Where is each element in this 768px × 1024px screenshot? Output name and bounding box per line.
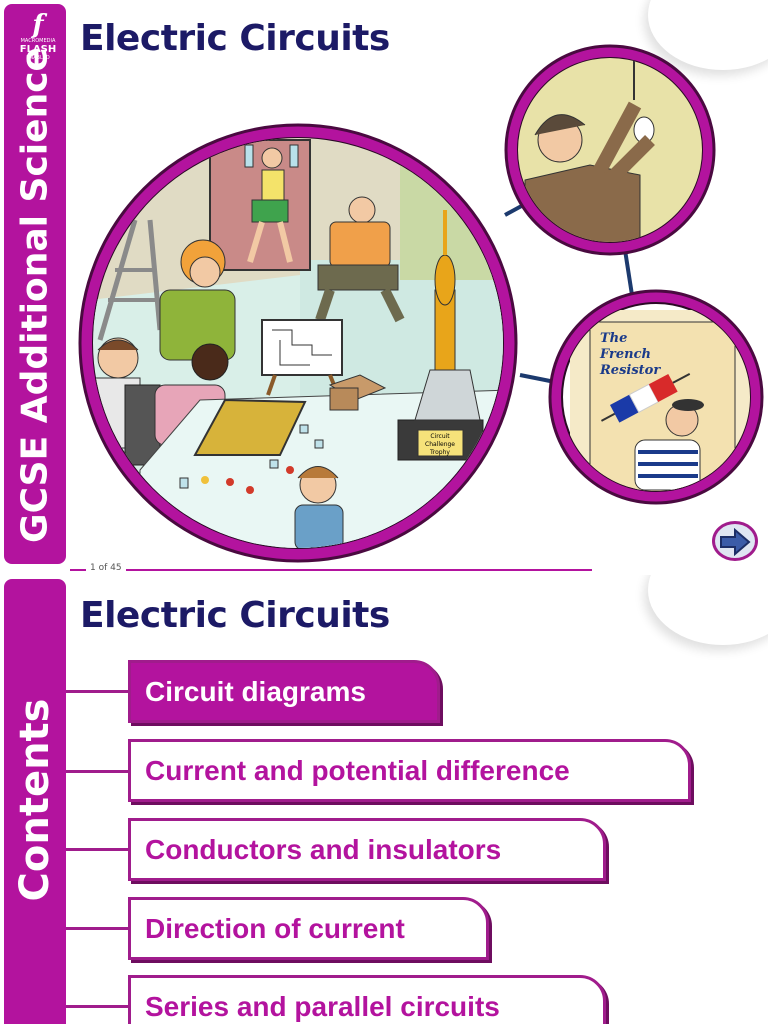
side-bar: f MACROMEDIA FLASH ENABLED GCSE Addition… xyxy=(4,4,66,564)
slide-title: Electric Circuits xyxy=(80,18,390,59)
light-bulb-scene xyxy=(518,58,702,242)
menu-item-circuit-diagrams[interactable]: Circuit diagrams xyxy=(128,660,440,723)
page-number: 1 of 45 xyxy=(86,563,126,573)
menu-connector xyxy=(66,848,130,851)
menu-connector xyxy=(66,1005,130,1008)
menu-item-series-and-parallel-circuits[interactable]: Series and parallel circuits xyxy=(128,975,606,1024)
page-curl xyxy=(648,575,768,645)
svg-text:Resistor: Resistor xyxy=(599,363,661,378)
menu-item-current-and-potential-difference[interactable]: Current and potential difference xyxy=(128,739,691,802)
connector-line xyxy=(519,373,556,384)
side-bar: Contents xyxy=(4,579,66,1024)
svg-text:Challenge: Challenge xyxy=(425,441,455,448)
menu-connector xyxy=(66,690,130,693)
next-slide-button[interactable] xyxy=(712,521,758,561)
menu-item-conductors-and-insulators[interactable]: Conductors and insulators xyxy=(128,818,606,881)
menu-item-direction-of-current[interactable]: Direction of current xyxy=(128,897,489,960)
svg-text:Trophy: Trophy xyxy=(429,449,450,456)
connector-line xyxy=(623,249,634,296)
svg-text:Circuit: Circuit xyxy=(430,433,450,440)
svg-text:French: French xyxy=(599,347,651,362)
footer-line xyxy=(70,569,592,571)
side-title: Contents xyxy=(12,698,58,902)
flash-logo-icon: f xyxy=(32,10,44,40)
menu-connector xyxy=(66,927,130,930)
contents-slide: Contents Electric Circuits Circuit diagr… xyxy=(0,575,768,1024)
flash-enabled-badge: f MACROMEDIA FLASH ENABLED xyxy=(14,12,62,64)
svg-text:The: The xyxy=(600,331,627,346)
slide-title: Electric Circuits xyxy=(80,595,390,636)
classroom-illustration: Circuit Challenge Trophy xyxy=(78,44,764,563)
arrow-right-icon xyxy=(720,528,751,556)
menu-connector xyxy=(66,770,130,773)
french-resistor-scene: The French Resistor xyxy=(570,310,750,491)
title-slide: f MACROMEDIA FLASH ENABLED GCSE Addition… xyxy=(4,4,764,573)
